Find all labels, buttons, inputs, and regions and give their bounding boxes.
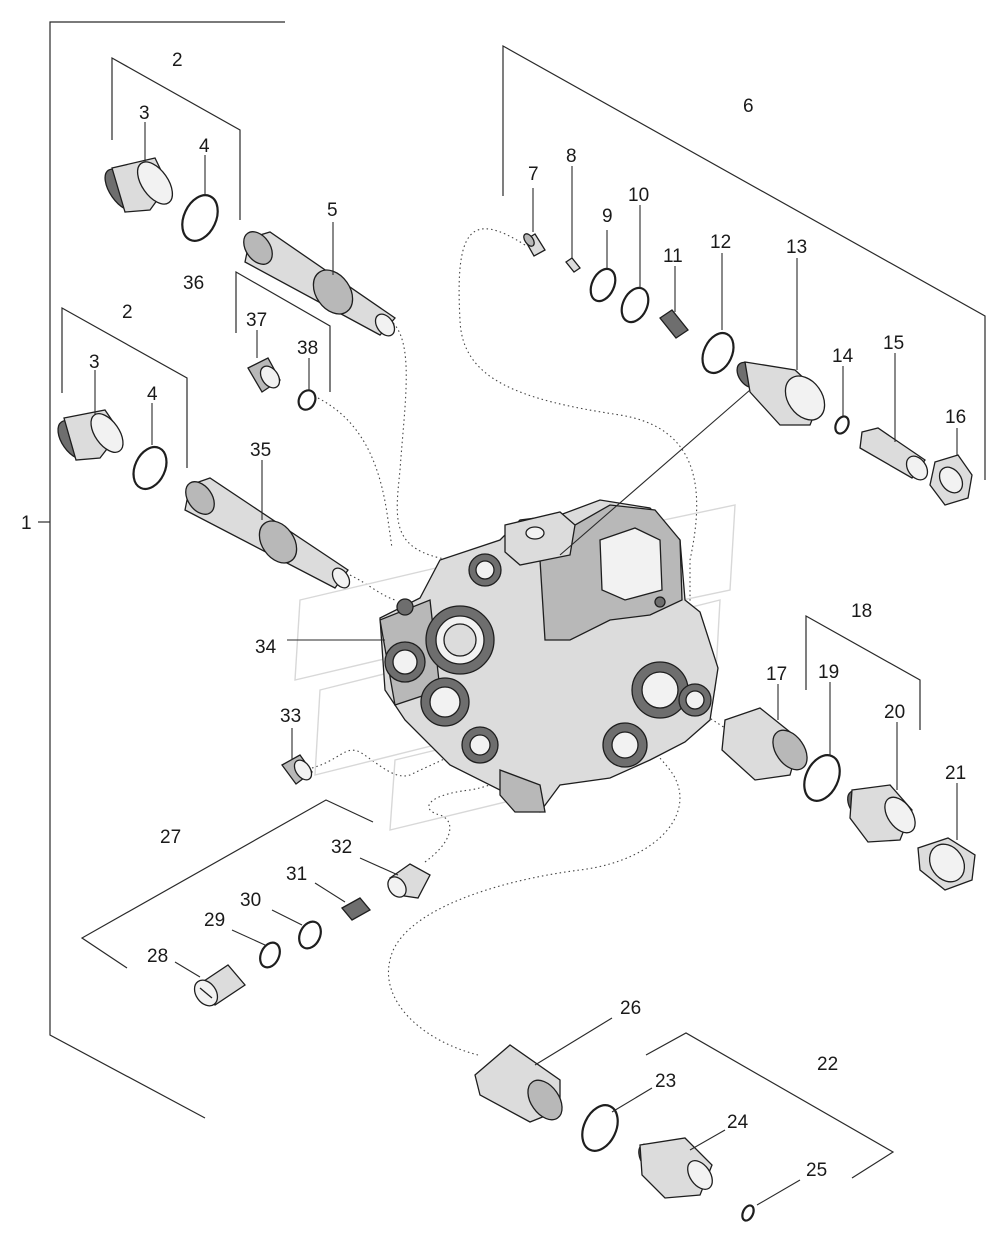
callout-25: 25 (806, 1160, 827, 1181)
callout-27: 27 (160, 827, 181, 848)
oring-9 (589, 267, 617, 303)
callout-9: 9 (602, 206, 613, 227)
spring-17 (721, 707, 808, 781)
bracket-27 (80, 799, 374, 969)
callout-24: 24 (727, 1112, 749, 1133)
callout-29: 29 (204, 910, 225, 931)
callout-28: 28 (147, 946, 168, 967)
spring-31 (340, 897, 372, 921)
callout-21: 21 (945, 763, 966, 784)
callout-26: 26 (620, 998, 641, 1019)
nut-16 (929, 454, 973, 506)
spool-35 (184, 477, 351, 589)
callout-11: 11 (663, 246, 683, 267)
bracket-18 (805, 614, 921, 730)
callout-12: 12 (710, 232, 731, 253)
bracket-2-upper (111, 56, 241, 220)
callout-36: 36 (183, 273, 204, 294)
oring-25 (741, 1204, 755, 1222)
callout-34: 34 (255, 637, 277, 658)
cartridge-group-6 (523, 233, 973, 506)
spring-11 (659, 309, 689, 339)
bracket-36 (235, 270, 331, 392)
callout-8: 8 (566, 146, 577, 167)
callout-10: 10 (628, 185, 649, 206)
oring-29 (259, 941, 281, 969)
callout-14: 14 (832, 346, 854, 367)
pin-8 (565, 257, 581, 273)
fitting-20 (847, 784, 916, 843)
callout-23: 23 (655, 1071, 676, 1092)
oring-4-upper (181, 194, 219, 242)
screw-28 (193, 964, 246, 1007)
callout-30: 30 (240, 890, 261, 911)
oring-14 (834, 415, 850, 435)
bracket-6 (502, 44, 986, 480)
callout-37: 37 (246, 310, 267, 331)
oring-10 (620, 286, 650, 324)
path-spring-26 (388, 734, 681, 1056)
fitting-24 (638, 1137, 713, 1199)
lower-left-group (57, 409, 351, 589)
group-brackets (38, 21, 986, 1179)
callout-31: 31 (286, 864, 307, 885)
path-spool-5 (389, 319, 451, 561)
spring-26 (474, 1044, 563, 1123)
callouts: 1 2 3 4 5 36 37 38 2 3 4 35 34 33 6 7 8 … (21, 50, 966, 1181)
oring-23 (581, 1104, 619, 1152)
leader-lines (94, 122, 958, 1206)
callout-13: 13 (786, 237, 807, 258)
path-cartridge (458, 228, 698, 640)
callout-2-upper: 2 (172, 50, 183, 71)
poppet-32 (387, 863, 431, 899)
group-22 (474, 1044, 755, 1222)
path-plug-33 (311, 749, 461, 777)
stem-15 (859, 427, 929, 481)
callout-3-lower: 3 (89, 352, 100, 373)
plug-3-lower (57, 409, 124, 461)
callout-38: 38 (297, 338, 318, 359)
oring-4-lower (132, 445, 168, 491)
callout-33: 33 (280, 706, 301, 727)
bracket-1 (49, 21, 285, 1119)
callout-2-lower: 2 (122, 302, 133, 323)
oring-30 (298, 920, 322, 950)
callout-3-upper: 3 (139, 103, 150, 124)
bracket-22 (645, 1032, 895, 1179)
valve-body (294, 499, 736, 831)
callout-4-upper: 4 (199, 136, 210, 157)
group-36 (247, 357, 317, 411)
callout-15: 15 (883, 333, 904, 354)
right-group-18 (721, 707, 976, 891)
callout-18: 18 (851, 601, 872, 622)
spool-5 (243, 231, 396, 337)
plug-37 (247, 357, 281, 393)
callout-20: 20 (884, 702, 905, 723)
housing-13 (736, 361, 826, 426)
bracket-2-lower (61, 306, 188, 468)
plug-33 (281, 754, 313, 785)
callout-16: 16 (945, 407, 966, 428)
upper-left-group (104, 157, 396, 337)
oring-38 (297, 389, 317, 411)
callout-35: 35 (250, 440, 271, 461)
callout-17: 17 (766, 664, 787, 685)
nut-21 (917, 837, 976, 891)
callout-6: 6 (743, 96, 754, 117)
callout-32: 32 (331, 837, 352, 858)
callout-4-lower: 4 (147, 384, 158, 405)
poppet-7 (523, 233, 546, 257)
callout-19: 19 (818, 662, 839, 683)
callout-22: 22 (817, 1054, 838, 1075)
oring-12 (701, 331, 735, 375)
plug-3-upper (104, 157, 174, 213)
callout-7: 7 (528, 164, 539, 185)
oring-19 (803, 754, 841, 802)
callout-5: 5 (327, 200, 338, 221)
callout-1: 1 (21, 513, 32, 534)
path-spool-35 (349, 574, 396, 601)
path-seal-38 (317, 397, 393, 549)
group-27 (193, 863, 431, 1007)
